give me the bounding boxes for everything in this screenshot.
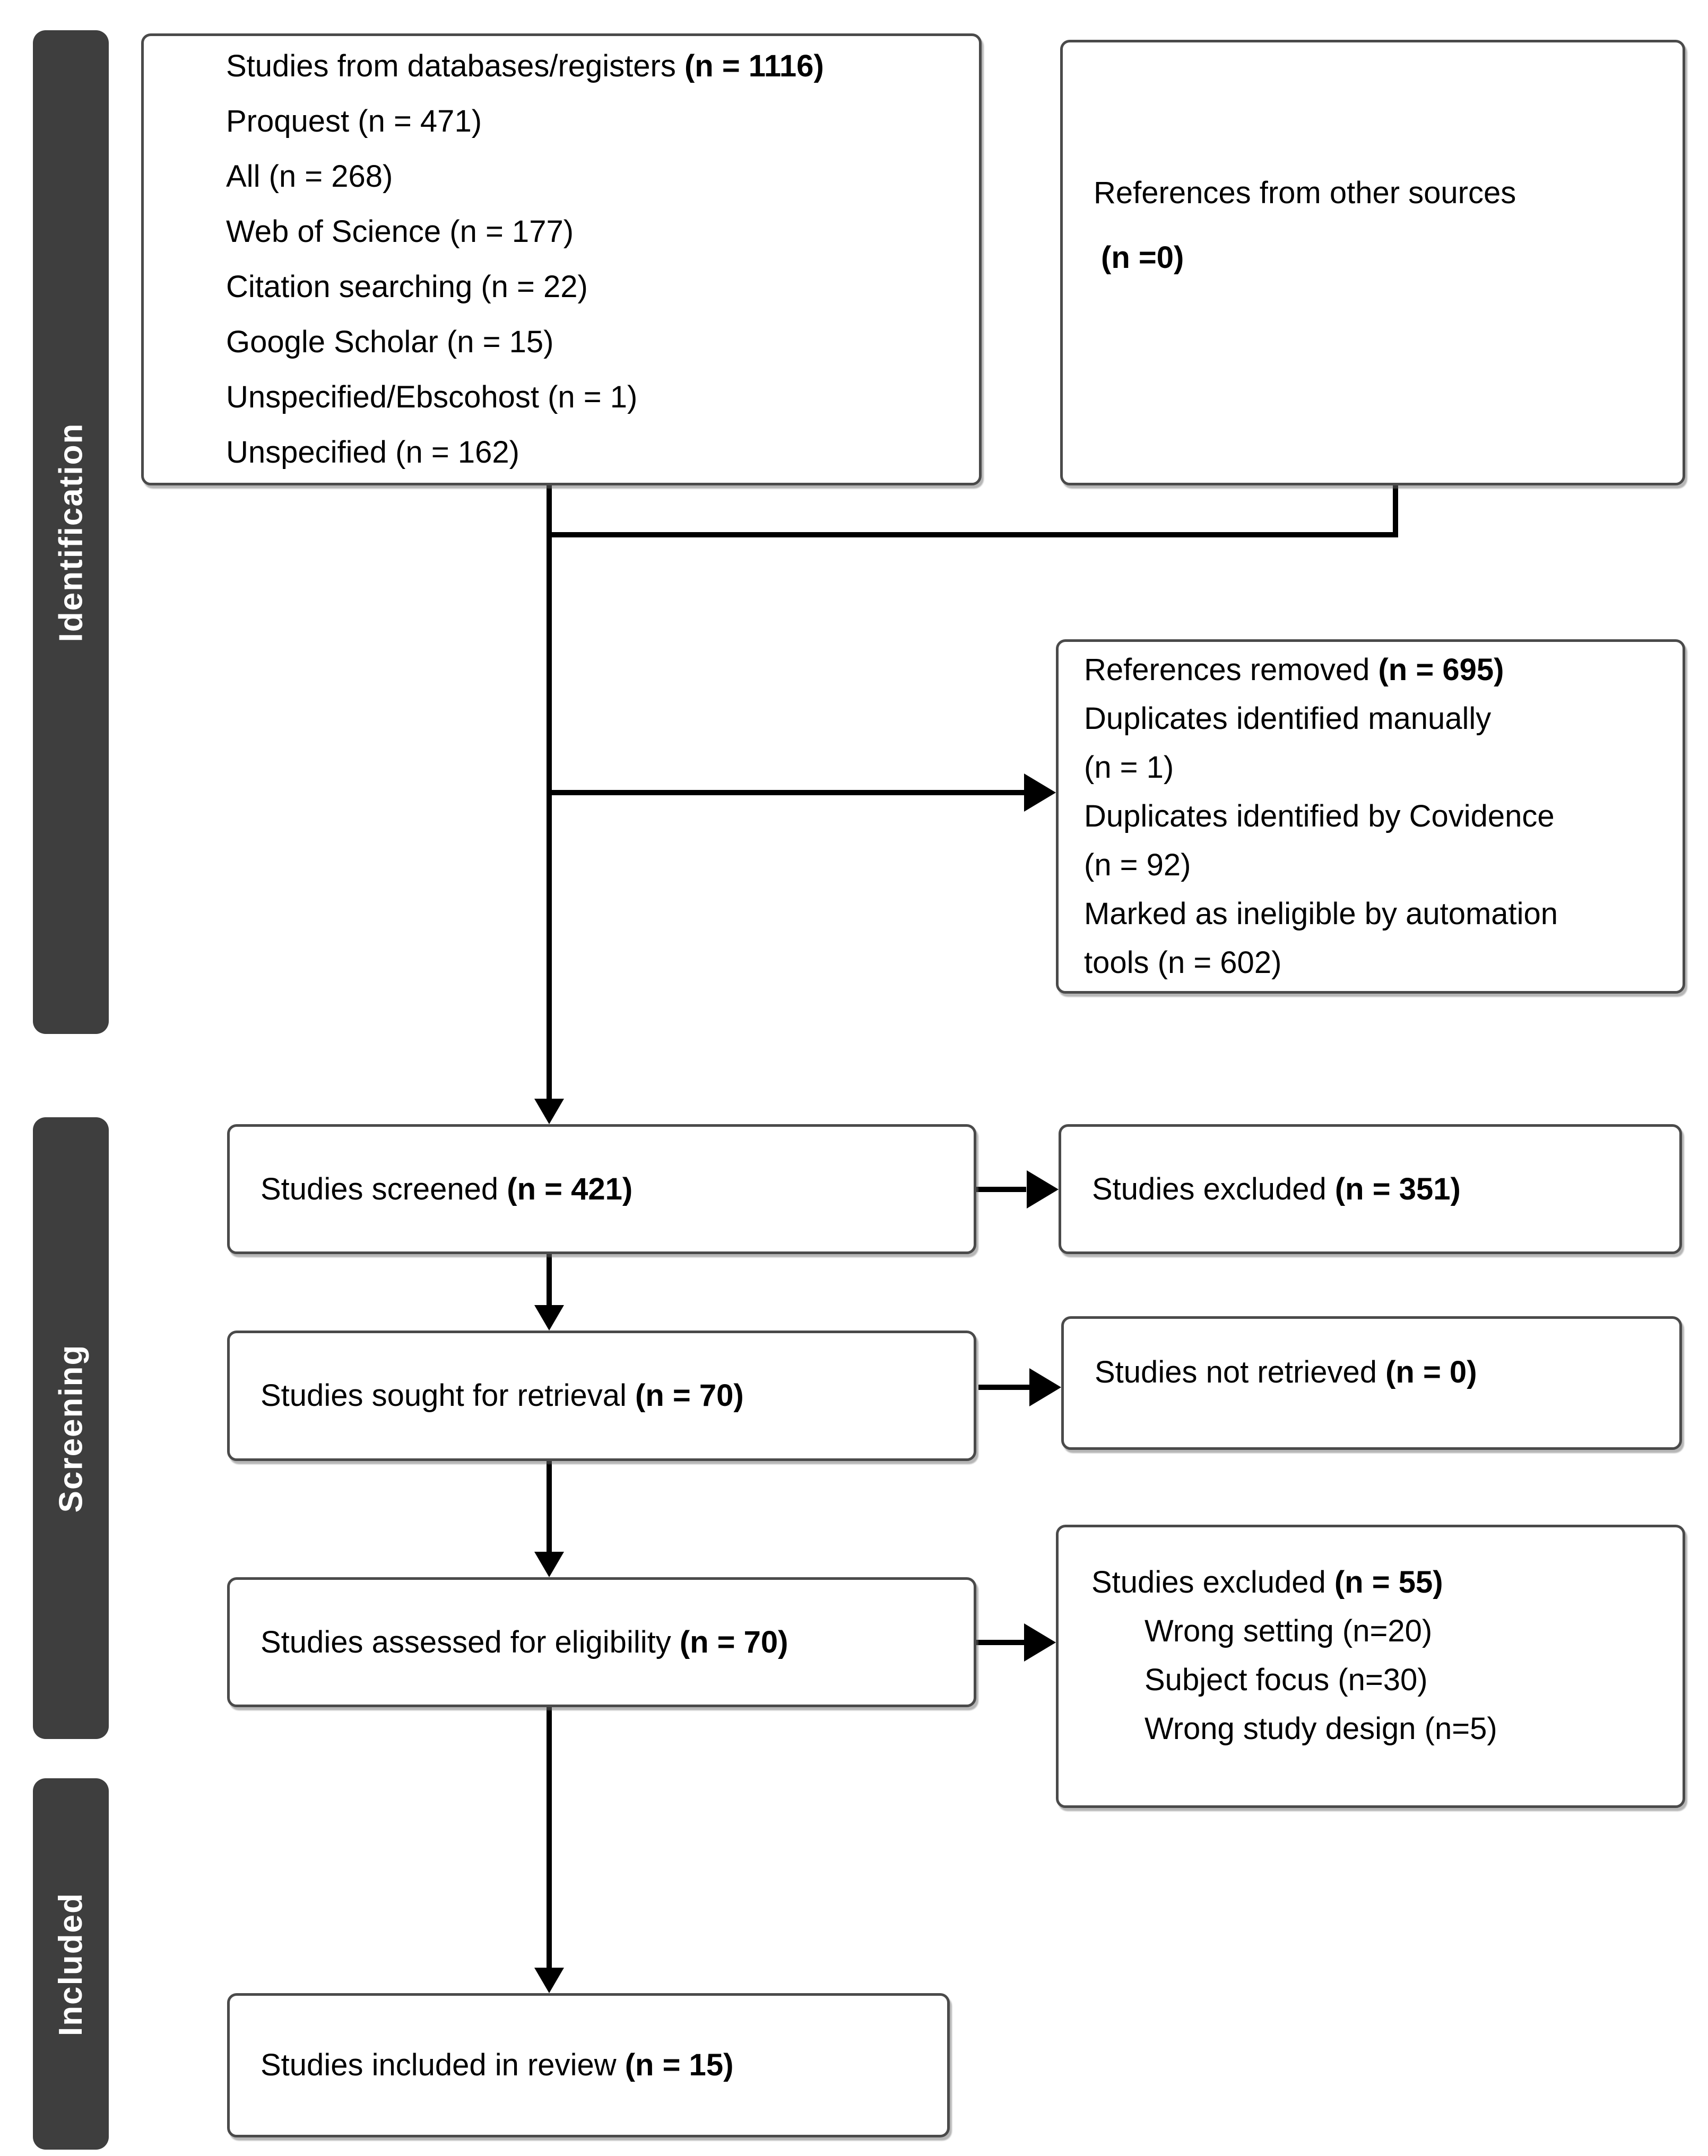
arrowhead-sought — [534, 1305, 564, 1331]
stage-bar-screening: Screening — [33, 1117, 109, 1739]
box-studies-excluded-eligibility: Studies excluded (n = 55) Wrong setting (… — [1056, 1525, 1685, 1808]
arrowhead-excluded-screening — [1027, 1170, 1059, 1209]
box-studies-from-databases: Studies from databases/registers (n = 11… — [141, 33, 982, 485]
stage-bar-identification: Identification — [33, 30, 109, 1034]
text-line: Studies screened (n = 421) — [261, 1171, 633, 1206]
arrowhead-notretrieved — [1029, 1368, 1061, 1406]
stage-bar-included: Included — [33, 1778, 109, 2150]
box-studies-excluded-screening: Studies excluded (n = 351) — [1059, 1124, 1682, 1254]
box-studies-assessed: Studies assessed for eligibility (n = 70… — [227, 1577, 976, 1707]
arrowhead-included — [534, 1968, 564, 1993]
text-line: (n = 92) — [1084, 848, 1191, 882]
text-line: Unspecified (n = 162) — [226, 435, 519, 470]
arrowhead-assessed — [534, 1552, 564, 1577]
text-line: (n = 1) — [1084, 750, 1174, 785]
box-studies-not-retrieved: Studies not retrieved (n = 0) — [1061, 1316, 1682, 1450]
stage-label-included: Included — [53, 1892, 89, 2036]
box-references-other-sources: References from other sources (n =0) — [1060, 40, 1685, 485]
arrowhead-references-removed — [1024, 773, 1056, 812]
text-line: Citation searching (n = 22) — [226, 270, 588, 304]
text-line: Subject focus (n=30) — [1145, 1663, 1428, 1697]
text-line: Studies assessed for eligibility (n = 70… — [261, 1624, 788, 1659]
text-line: Proquest (n = 471) — [226, 104, 482, 138]
text-line: Google Scholar (n = 15) — [226, 325, 554, 359]
arrowhead-excluded-eligibility — [1024, 1623, 1056, 1662]
stage-label-identification: Identification — [53, 422, 89, 642]
text-line: Marked as ineligible by automation — [1084, 897, 1558, 931]
text-line: Studies sought for retrieval (n = 70) — [261, 1378, 744, 1413]
text-line: Duplicates identified by Covidence — [1084, 799, 1555, 833]
connector-other-sources — [547, 484, 1398, 537]
text-line: Wrong setting (n=20) — [1145, 1614, 1433, 1648]
text-line: Studies not retrieved (n = 0) — [1095, 1355, 1477, 1389]
text-line: (n =0) — [1101, 240, 1184, 275]
text-line: Unspecified/Ebscohost (n = 1) — [226, 380, 638, 414]
text-line: References removed (n = 695) — [1084, 653, 1504, 687]
text-line: All (n = 268) — [226, 159, 393, 194]
text-line: Web of Science (n = 177) — [226, 214, 574, 249]
text-line: Studies from databases/registers (n = 11… — [226, 49, 824, 83]
text-line: Wrong study design (n=5) — [1145, 1711, 1497, 1746]
text-line: Studies excluded (n = 55) — [1091, 1565, 1443, 1599]
text-line: Duplicates identified manually — [1084, 701, 1492, 736]
text-line: Studies included in review (n = 15) — [261, 2048, 734, 2082]
box-references-removed: References removed (n = 695) Duplicates i… — [1056, 639, 1685, 994]
stage-label-screening: Screening — [53, 1344, 89, 1512]
box-studies-included: Studies included in review (n = 15) — [227, 1993, 950, 2137]
text-line: References from other sources — [1094, 176, 1516, 210]
box-studies-screened: Studies screened (n = 421) — [227, 1124, 976, 1254]
text-line: tools (n = 602) — [1084, 945, 1282, 980]
text-line: Studies excluded (n = 351) — [1092, 1171, 1461, 1206]
box-studies-sought: Studies sought for retrieval (n = 70) — [227, 1331, 976, 1461]
arrowhead-screened — [534, 1099, 564, 1124]
